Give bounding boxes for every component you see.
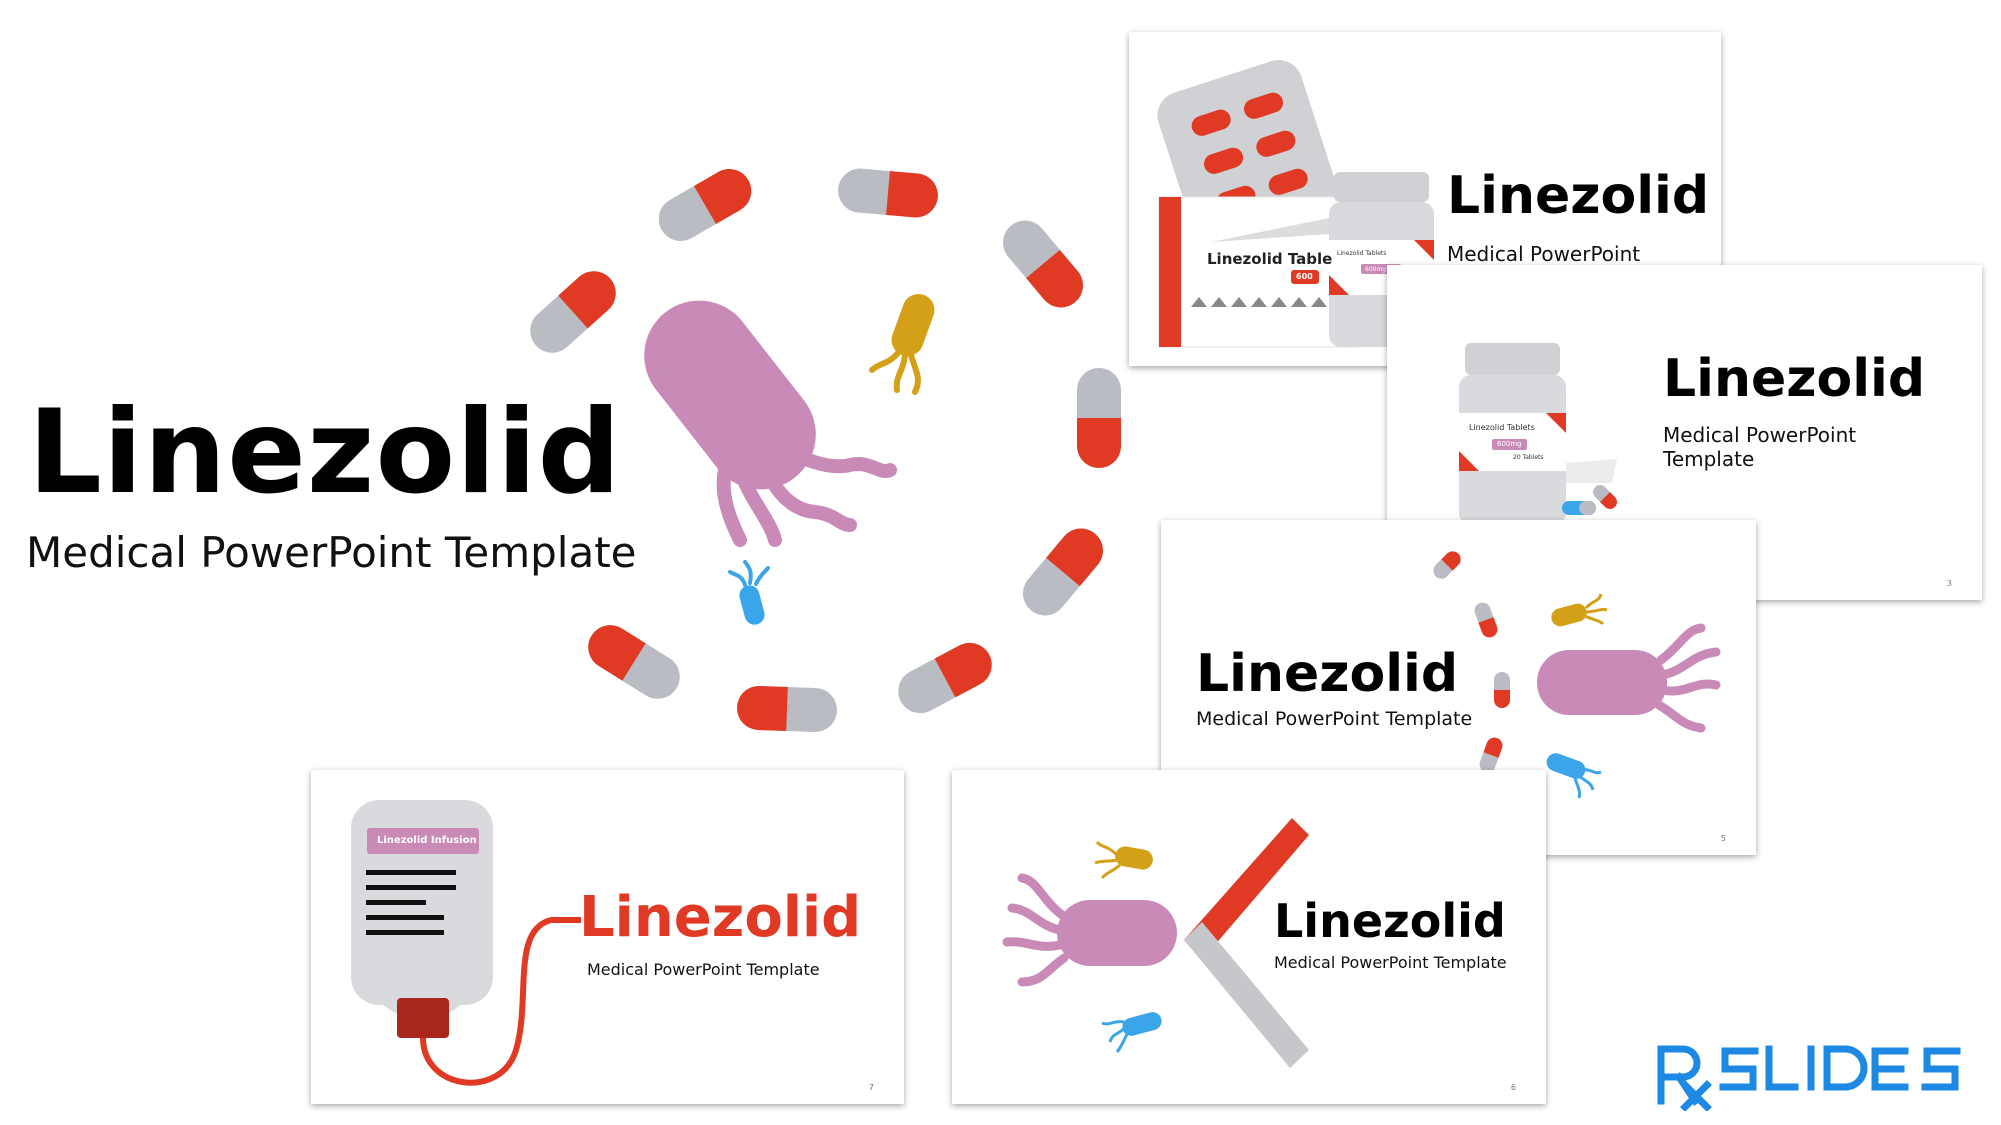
slide-thumbnail[interactable]: Linezolid Medical PowerPoint Template 6 bbox=[952, 770, 1546, 1104]
slide-subtitle: Medical PowerPoint Template bbox=[1663, 423, 1857, 471]
slide-number: 6 bbox=[1510, 1083, 1516, 1092]
bacteria-illustration bbox=[1433, 551, 1721, 799]
pack-strength: 600 bbox=[1296, 272, 1313, 281]
hero-title: Linezolid bbox=[28, 385, 622, 520]
capsule-icon bbox=[579, 616, 689, 708]
bacterium-icon bbox=[728, 560, 770, 625]
pill-bottle-illustration bbox=[1459, 343, 1617, 525]
slide-title: Linezolid bbox=[1663, 349, 1926, 409]
iv-bag-illustration bbox=[351, 800, 581, 1086]
bottle-label: Linezolid Tablets bbox=[1469, 423, 1535, 432]
tablet-pack-illustration bbox=[1157, 60, 1434, 348]
slide-title: Linezolid bbox=[1196, 644, 1459, 704]
slide-number: 7 bbox=[868, 1083, 874, 1092]
hero-subtitle: Medical PowerPoint Template bbox=[26, 528, 637, 577]
bottle-strength: 600mg bbox=[1497, 440, 1522, 448]
bacteria-barrier-illustration bbox=[1002, 818, 1309, 1068]
slide-title: Linezolid bbox=[1274, 894, 1506, 948]
slide-title: Linezolid bbox=[1447, 166, 1710, 226]
bottle-count: 20 Tablets bbox=[1513, 454, 1544, 461]
capsule-icon bbox=[994, 211, 1092, 317]
rxslides-logo bbox=[1657, 1045, 1961, 1111]
bag-label: Linezolid Infusion bbox=[377, 835, 477, 846]
slide-subtitle: Medical PowerPoint Template bbox=[587, 960, 820, 979]
pack-label: Linezolid Table bbox=[1207, 250, 1333, 268]
bacterium-icon bbox=[644, 300, 897, 547]
bottle-strength: 600mg bbox=[1365, 266, 1387, 273]
slide-subtitle: Medical PowerPoint Template bbox=[1274, 953, 1507, 972]
capsule-icon bbox=[521, 262, 625, 362]
slide-number: 3 bbox=[1946, 579, 1952, 588]
slide-title: Linezolid bbox=[579, 885, 862, 950]
capsule-icon bbox=[890, 635, 1000, 721]
slide-number: 5 bbox=[1720, 834, 1726, 843]
capsule-icon bbox=[1014, 519, 1112, 625]
bottle-label: Linezolid Tablets bbox=[1337, 250, 1387, 257]
capsule-icon bbox=[1077, 368, 1121, 468]
bacterium-icon bbox=[869, 293, 935, 395]
capsule-icon bbox=[836, 166, 940, 220]
slide-thumbnail[interactable]: Linezolid Infusion Linezolid Medical Pow… bbox=[311, 770, 904, 1104]
slide-subtitle: Medical PowerPoint Template bbox=[1196, 708, 1473, 730]
capsule-icon bbox=[736, 685, 838, 733]
capsule-icon bbox=[650, 160, 760, 250]
slide-subtitle: Medical PowerPoint bbox=[1447, 242, 1641, 266]
